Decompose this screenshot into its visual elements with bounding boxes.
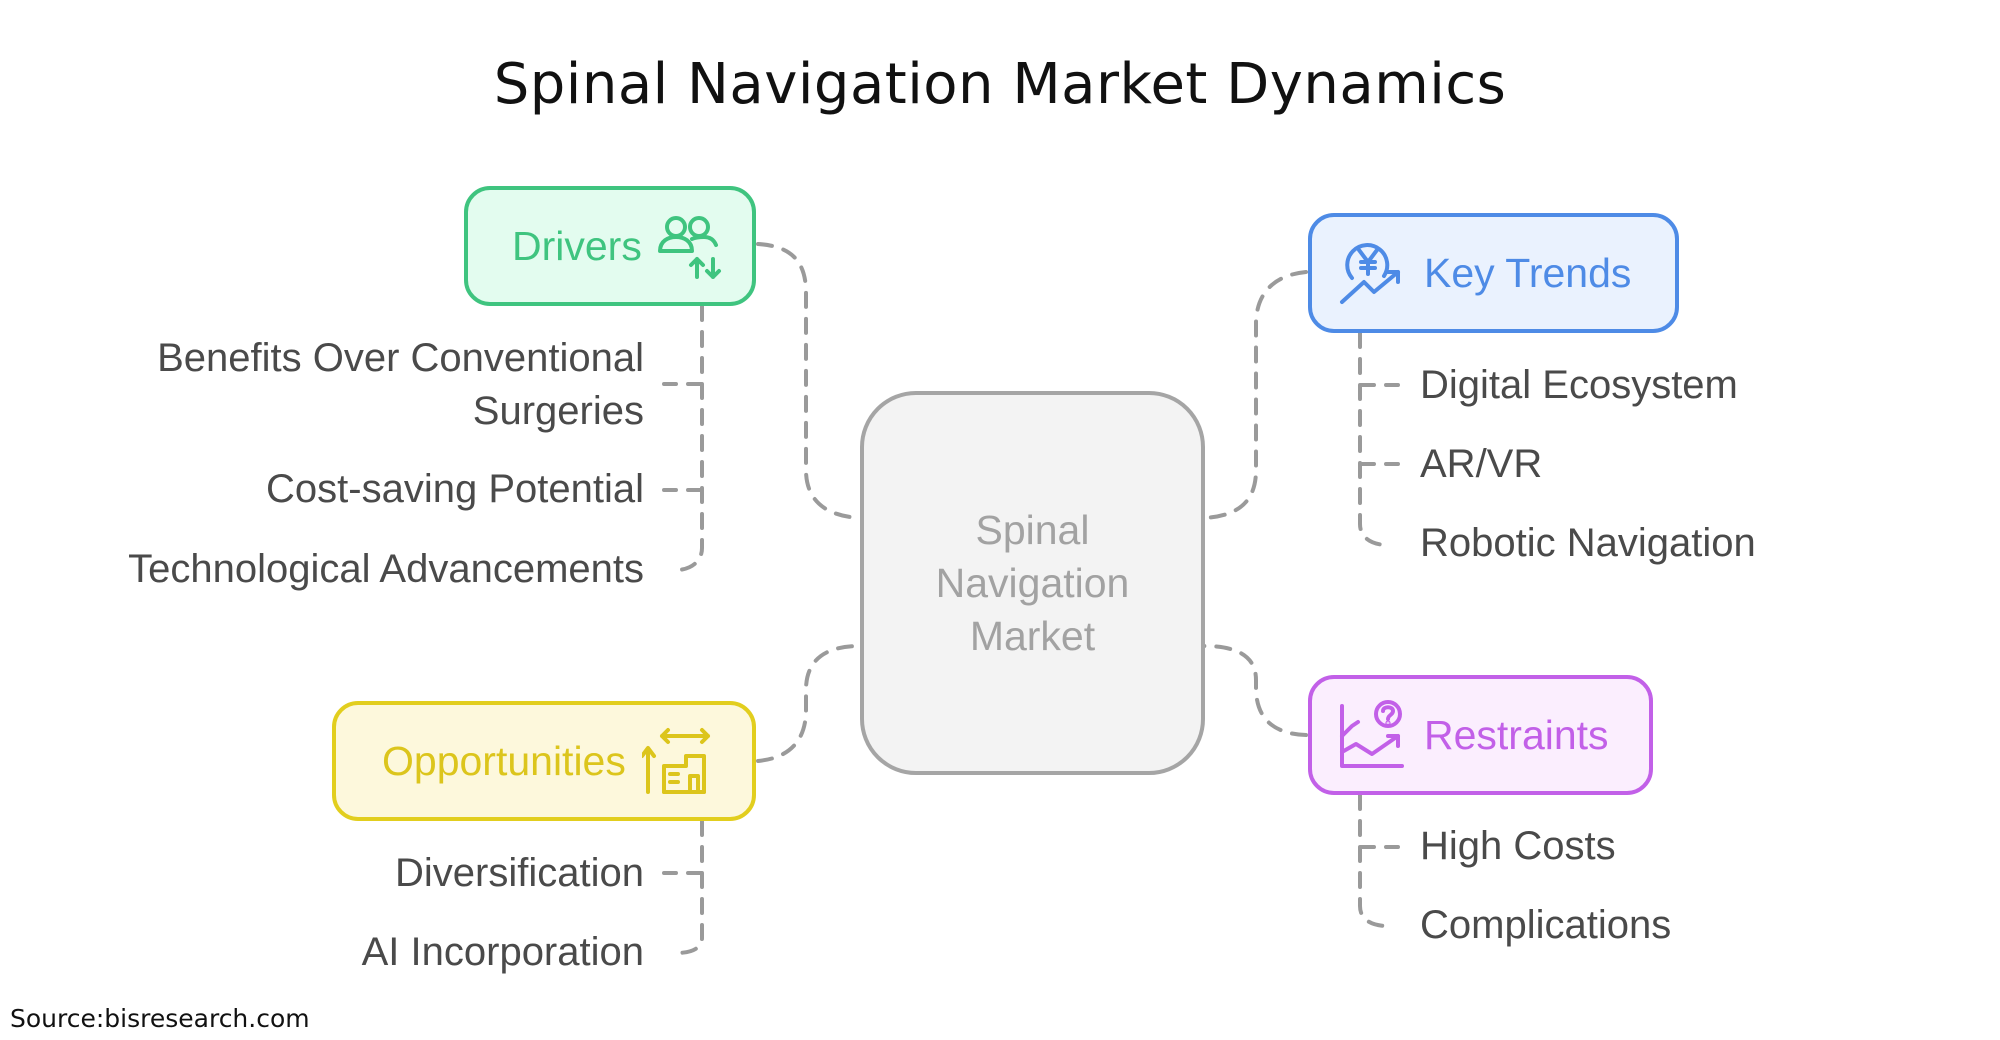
opportunities-item-1: Diversification bbox=[395, 851, 644, 895]
chart-question-icon bbox=[1340, 700, 1404, 768]
center-node[interactable]: Spinal Navigation Market bbox=[860, 391, 1205, 775]
connector-key-trends bbox=[1202, 270, 1308, 520]
users-swap-icon bbox=[657, 216, 721, 279]
center-line-3: Market bbox=[969, 612, 1096, 659]
drivers-node[interactable]: Drivers bbox=[464, 186, 756, 306]
connector-restraints-items bbox=[1358, 793, 1400, 928]
center-line-1: Spinal bbox=[975, 506, 1090, 553]
opportunities-node[interactable]: Opportunities bbox=[332, 701, 756, 821]
diagram-title: Spinal Navigation Market Dynamics bbox=[493, 52, 1507, 117]
key-trends-label: Key Trends bbox=[1424, 249, 1632, 296]
connector-opportunities bbox=[756, 644, 862, 763]
connector-opps-items bbox=[662, 819, 704, 955]
drivers-label: Drivers bbox=[512, 222, 642, 269]
restraints-item-1: High Costs bbox=[1420, 824, 1616, 868]
source-credit: Source:bisresearch.com bbox=[10, 1004, 310, 1033]
key-trends-item-2: AR/VR bbox=[1420, 442, 1543, 486]
key-trends-item-1: Digital Ecosystem bbox=[1420, 363, 1738, 407]
key-trends-node[interactable]: Key Trends bbox=[1308, 213, 1679, 333]
drivers-item-3: Technological Advancements bbox=[128, 547, 644, 591]
drivers-item-2: Cost-saving Potential bbox=[266, 467, 644, 511]
restraints-item-2: Complications bbox=[1420, 903, 1672, 947]
yen-growth-icon bbox=[1340, 243, 1400, 304]
building-expansion-icon bbox=[641, 728, 710, 794]
key-trends-item-3: Robotic Navigation bbox=[1420, 521, 1756, 565]
connector-drivers bbox=[756, 242, 862, 520]
opportunities-item-2: AI Incorporation bbox=[361, 930, 644, 974]
restraints-node[interactable]: Restraints bbox=[1308, 675, 1653, 795]
connector-drivers-items bbox=[662, 304, 704, 572]
center-line-2: Navigation bbox=[935, 559, 1130, 606]
restraints-label: Restraints bbox=[1424, 711, 1609, 758]
drivers-item-1: Benefits Over Conventional Surgeries bbox=[157, 336, 644, 433]
connector-trends-items bbox=[1358, 331, 1400, 547]
connector-restraints bbox=[1202, 644, 1308, 737]
opportunities-label: Opportunities bbox=[382, 737, 626, 784]
